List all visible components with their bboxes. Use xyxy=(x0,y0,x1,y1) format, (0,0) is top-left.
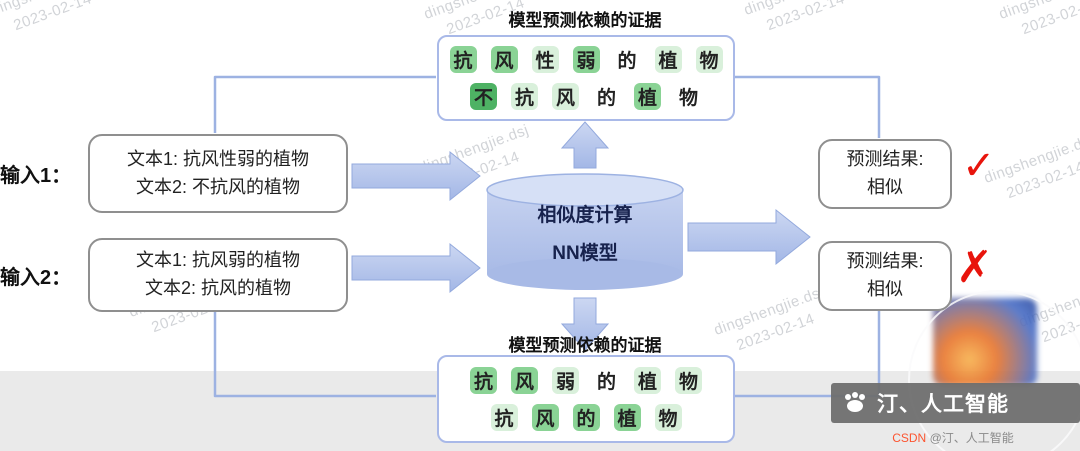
token-chip: 抗 xyxy=(449,46,477,74)
connector-line-top-right xyxy=(734,75,881,138)
csdn-credit: CSDN @汀、人工智能 xyxy=(878,429,1028,446)
token-chip: 物 xyxy=(654,404,682,431)
input1-box: 文本1: 抗风性弱的植物 文本2: 不抗风的植物 xyxy=(88,134,348,213)
paw-logo-icon xyxy=(845,392,865,412)
arrow-model-up xyxy=(560,121,610,169)
token-chip: 风 xyxy=(511,367,538,394)
decorative-circle xyxy=(908,290,1080,451)
token-row: 抗风性弱的植物 xyxy=(443,46,730,74)
result-text-line: 相似 xyxy=(867,279,903,299)
result1-box: 预测结果: 相似 xyxy=(818,139,952,209)
result-text-line: 相似 xyxy=(867,177,903,197)
token-chip: 的 xyxy=(593,82,620,110)
cross-mark: ✗ xyxy=(956,243,993,292)
input2-label: 输入2： xyxy=(0,267,72,289)
token-chip: 抗 xyxy=(470,367,497,394)
token-chip: 的 xyxy=(613,46,641,74)
token-chip: 植 xyxy=(634,367,661,394)
input-text-line: 文本2: 不抗风的植物 xyxy=(135,176,300,197)
model-cylinder xyxy=(486,173,684,290)
model-title-line2: NN模型 xyxy=(552,243,618,264)
token-chip: 抗 xyxy=(490,404,518,431)
token-row: 抗风的植物 xyxy=(484,404,689,431)
token-chip: 风 xyxy=(490,46,518,74)
token-chip: 性 xyxy=(531,46,559,74)
csdn-credit-rest: @汀、人工智能 xyxy=(926,431,1014,445)
token-chip: 风 xyxy=(552,82,579,110)
token-chip: 的 xyxy=(593,367,620,394)
bottom-evidence-box: 抗风弱的植物 抗风的植物 xyxy=(437,355,735,443)
token-chip: 植 xyxy=(654,46,682,74)
connector-line-bottom-left xyxy=(213,308,436,398)
top-evidence-box: 抗风性弱的植物 不抗风的植物 xyxy=(437,35,735,121)
bottom-evidence-title: 模型预测依赖的证据 xyxy=(508,336,662,355)
result-text-line: 预测结果: xyxy=(846,251,924,272)
token-chip: 的 xyxy=(572,404,600,431)
token-row: 抗风弱的植物 xyxy=(463,367,709,394)
token-chip: 植 xyxy=(613,404,641,431)
brand-bar: 汀、人工智能 xyxy=(831,383,1080,423)
token-chip: 物 xyxy=(675,367,702,394)
check-mark: ✓ xyxy=(962,144,996,188)
token-chip: 抗 xyxy=(511,82,538,110)
token-chip: 弱 xyxy=(572,46,600,74)
cylinder-bottom xyxy=(487,258,683,290)
cylinder-top xyxy=(486,173,684,207)
token-chip: 植 xyxy=(634,82,661,110)
token-chip: 不 xyxy=(470,82,497,110)
csdn-credit-prefix: CSDN xyxy=(892,431,927,445)
input-text-line: 文本1: 抗风性弱的植物 xyxy=(126,148,309,169)
token-row: 不抗风的植物 xyxy=(463,82,709,110)
input-text-line: 文本1: 抗风弱的植物 xyxy=(135,250,300,271)
token-chip: 风 xyxy=(531,404,559,431)
arrow-model-down xyxy=(560,297,610,351)
arrow-input1-right xyxy=(351,150,481,202)
token-chip: 物 xyxy=(695,46,723,74)
input-text-line: 文本2: 抗风的植物 xyxy=(144,278,291,298)
result2-box: 预测结果: 相似 xyxy=(818,241,952,311)
input2-box: 文本1: 抗风弱的植物 文本2: 抗风的植物 xyxy=(88,238,348,312)
result-text-line: 预测结果: xyxy=(846,149,924,170)
token-chip: 物 xyxy=(675,82,702,110)
token-chip: 弱 xyxy=(552,367,579,394)
arrow-input2-right xyxy=(351,242,481,294)
brand-name: 汀、人工智能 xyxy=(877,393,1009,416)
input1-label: 输入1： xyxy=(0,165,72,187)
arrow-model-to-results xyxy=(687,208,811,266)
top-evidence-title: 模型预测依赖的证据 xyxy=(508,11,662,30)
connector-line-top-left xyxy=(213,75,436,133)
model-title-line1: 相似度计算 xyxy=(537,205,633,226)
